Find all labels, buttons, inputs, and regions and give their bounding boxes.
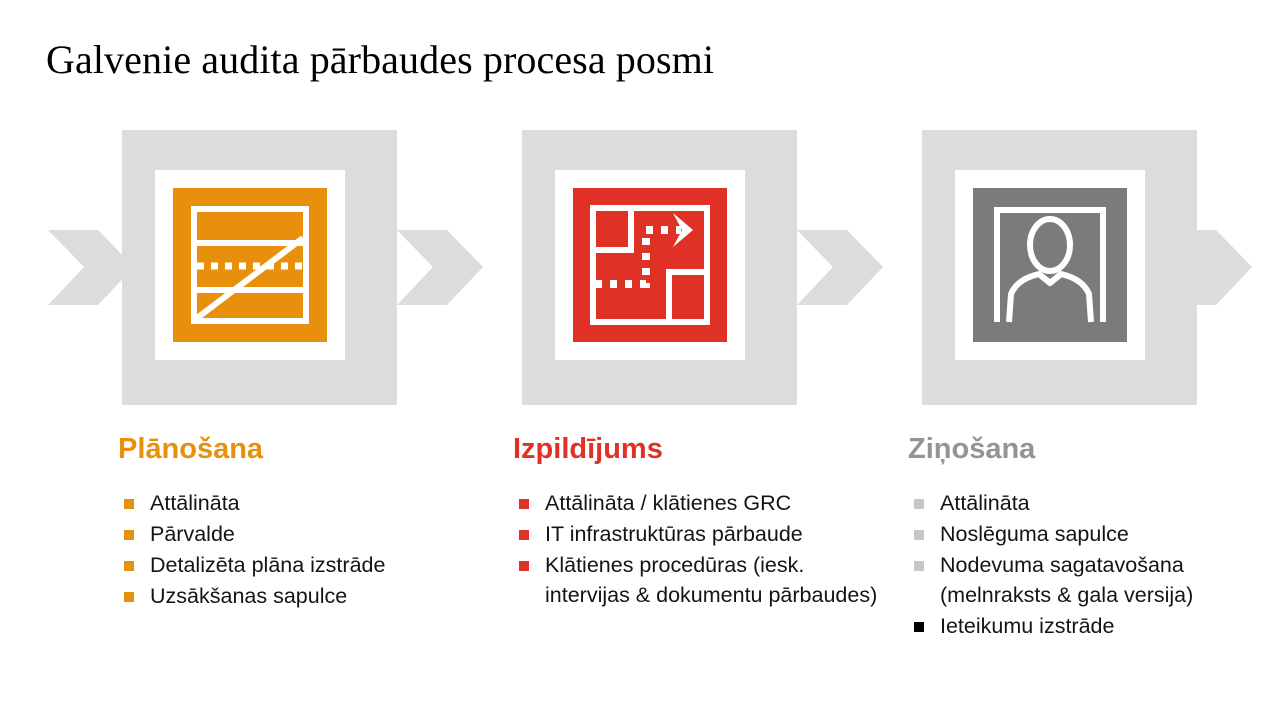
chevron-right-icon-2 [797, 230, 883, 305]
bullet-list-izpildijums: Attālināta / klātienes GRC IT infrastruk… [513, 488, 888, 610]
list-item: Noslēguma sapulce [908, 519, 1268, 549]
list-item: Uzsākšanas sapulce [118, 581, 478, 611]
bullet-square-icon [914, 561, 924, 571]
stage-icon-tile-zinosana [955, 170, 1145, 360]
bullet-square-icon [914, 622, 924, 632]
stage-column-zinosana: Ziņošana Attālināta Noslēguma sapulce No… [908, 432, 1268, 642]
bullet-square-icon [519, 561, 529, 571]
list-item-label: Nodevuma sagatavošana (melnraksts & gala… [940, 553, 1194, 607]
list-item-label: Pārvalde [150, 522, 235, 546]
list-item: Klātienes procedūras (iesk. intervijas &… [513, 550, 888, 610]
chevron-right-icon-entry [48, 230, 134, 305]
list-item-label: Ieteikumu izstrāde [940, 614, 1115, 638]
bullet-square-icon [519, 530, 529, 540]
bullet-square-icon [124, 592, 134, 602]
column-heading-zinosana: Ziņošana [908, 433, 1036, 465]
list-item: Detalizēta plāna izstrāde [118, 550, 478, 580]
list-item: Pārvalde [118, 519, 478, 549]
list-item: Attālināta / klātienes GRC [513, 488, 888, 518]
list-item-label: Detalizēta plāna izstrāde [150, 553, 386, 577]
bullet-square-icon [124, 561, 134, 571]
floorplan-walkthrough-arrow-icon [573, 188, 727, 342]
stage-column-izpildijums: Izpildījums Attālināta / klātienes GRC I… [513, 432, 888, 611]
list-item-label: Attālināta [940, 491, 1030, 515]
list-item-label: Klātienes procedūras (iesk. intervijas &… [545, 553, 878, 607]
list-item: Nodevuma sagatavošana (melnraksts & gala… [908, 550, 1268, 610]
stage-icon-tile-izpildijums [555, 170, 745, 360]
bullet-square-icon [914, 530, 924, 540]
audit-plan-chart-icon [173, 188, 327, 342]
presenter-person-frame-icon [973, 188, 1127, 342]
list-item-label: Uzsākšanas sapulce [150, 584, 348, 608]
list-item-label: Attālināta [150, 491, 240, 515]
chevron-right-icon-exit [1197, 230, 1252, 305]
bullet-square-icon [124, 530, 134, 540]
list-item-label: Noslēguma sapulce [940, 522, 1129, 546]
bullet-square-icon [124, 499, 134, 509]
bullet-square-icon [914, 499, 924, 509]
list-item: Attālināta [118, 488, 478, 518]
stage-icon-tile-planosana [155, 170, 345, 360]
bullet-square-icon [519, 499, 529, 509]
chevron-right-icon-1 [397, 230, 483, 305]
list-item: Attālināta [908, 488, 1268, 518]
list-item-label: Attālināta / klātienes GRC [545, 491, 792, 515]
column-heading-planosana: Plānošana [118, 433, 264, 465]
bullet-list-planosana: Attālināta Pārvalde Detalizēta plāna izs… [118, 488, 478, 611]
page-title: Galvenie audita pārbaudes procesa posmi [46, 37, 715, 82]
stage-column-planosana: Plānošana Attālināta Pārvalde Detalizēta… [118, 432, 478, 612]
list-item: IT infrastruktūras pārbaude [513, 519, 888, 549]
list-item: Ieteikumu izstrāde [908, 611, 1268, 641]
column-heading-izpildijums: Izpildījums [513, 433, 663, 465]
bullet-list-zinosana: Attālināta Noslēguma sapulce Nodevuma sa… [908, 488, 1268, 641]
list-item-label: IT infrastruktūras pārbaude [545, 522, 803, 546]
